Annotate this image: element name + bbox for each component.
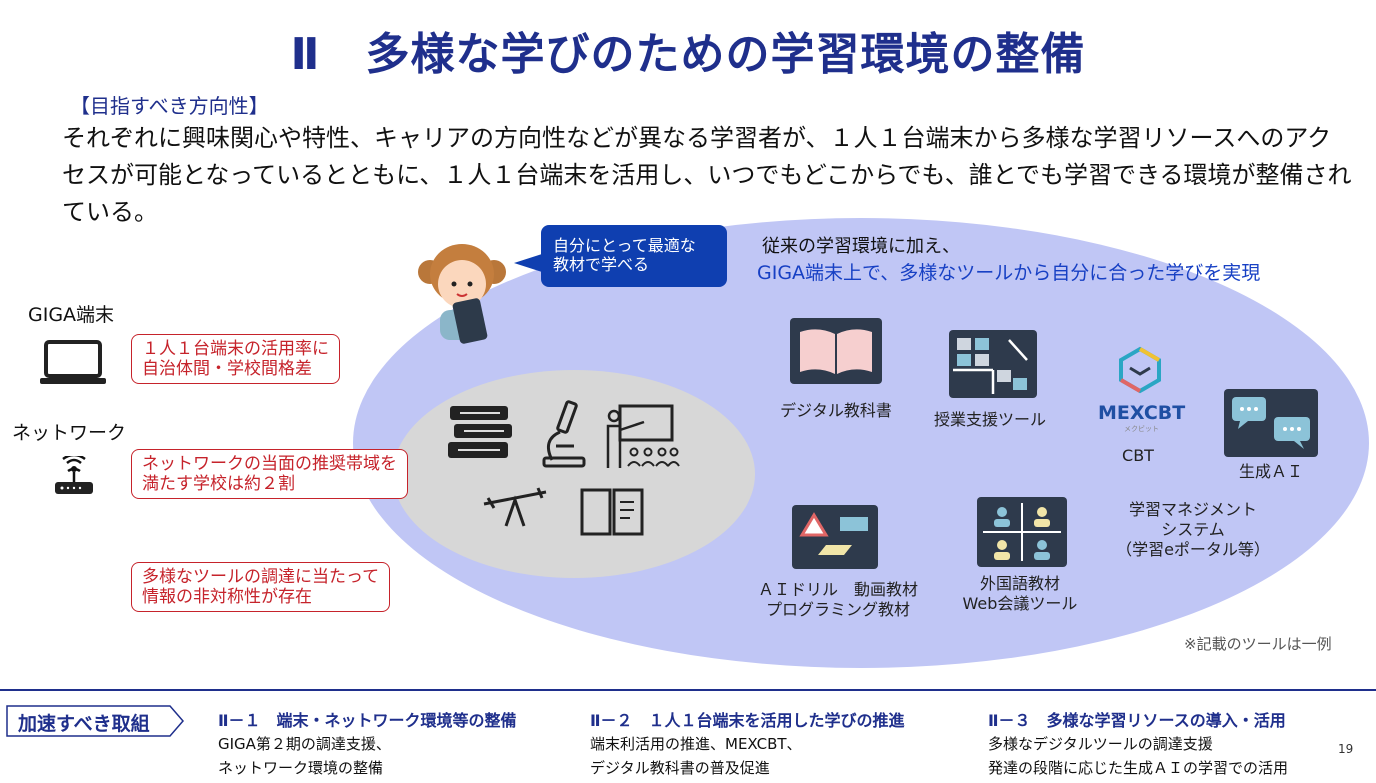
initiative-2-2-line-1: 端末利活用の推進、MEXCBT、 xyxy=(590,735,802,753)
initiative-2-3-line-1: 多様なデジタルツールの調達支援 xyxy=(988,735,1213,753)
issue-network-bandwidth-text: ネットワークの当面の推奨帯域を 満たす学校は約２割 xyxy=(142,454,397,494)
class-support-tool-label: 授業支援ツール xyxy=(933,410,1046,429)
foreign-language-web-meeting-label: 外国語教材 Web会議ツール xyxy=(962,574,1078,613)
video-conference-icon xyxy=(977,497,1067,571)
books-stack-icon xyxy=(446,402,516,466)
speech-bubble-tail xyxy=(514,254,542,272)
generative-ai-label: 生成ＡＩ xyxy=(1238,462,1303,481)
initiative-2-1-line-2: ネットワーク環境の整備 xyxy=(218,759,384,777)
initiative-2-1-line-1: GIGA第２期の調達支援、 xyxy=(218,735,391,753)
direction-heading: 【目指すべき方向性】 xyxy=(70,94,269,118)
issue-procurement-text: 多様なツールの調達に当たって 情報の非対称性が存在 xyxy=(142,567,380,607)
digital-textbook-label: デジタル教科書 xyxy=(780,401,892,420)
initiative-2-3-line-2: 発達の段階に応じた生成ＡＩの学習での活用 xyxy=(988,759,1289,777)
laptop-icon xyxy=(38,338,108,390)
cbt-label: CBT xyxy=(1122,446,1154,465)
giga-device-label: GIGA端末 xyxy=(28,304,115,326)
initiative-2-1-heading: Ⅱ－１ 端末・ネットワーク環境等の整備 xyxy=(218,711,517,730)
page-title: Ⅱ 多様な学びのための学習環境の整備 xyxy=(290,29,1086,80)
microscope-icon xyxy=(538,400,588,474)
bottom-divider xyxy=(0,689,1376,691)
teacher-classroom-icon xyxy=(604,402,680,476)
initiative-2-3-heading: Ⅱ－３ 多様な学習リソースの導入・活用 xyxy=(988,711,1286,730)
digital-textbook-icon xyxy=(790,318,882,388)
issue-device-usage: １人１台端末の活用率に 自治体間・学校間格差 xyxy=(131,334,340,384)
issue-procurement: 多様なツールの調達に当たって 情報の非対称性が存在 xyxy=(131,562,391,612)
accelerate-label-box xyxy=(6,705,184,737)
router-icon xyxy=(52,453,96,500)
ai-drill-video-programming-label: ＡＩドリル 動画教材 プログラミング教材 xyxy=(757,580,918,619)
generative-ai-chat-icon xyxy=(1224,389,1318,461)
mexcbt-cube-icon xyxy=(1116,346,1164,398)
example-note: ※記載のツールは一例 xyxy=(1184,635,1332,653)
mexcbt-logo-text: MEXCBT xyxy=(1098,402,1186,424)
page-number: 19 xyxy=(1338,742,1354,756)
initiative-2-2-heading: Ⅱ－２ １人１台端末を活用した学びの推進 xyxy=(590,711,905,730)
student-with-tablet-illustration xyxy=(412,234,512,348)
intro-line-1: 従来の学習環境に加え、 xyxy=(762,236,960,257)
speech-bubble: 自分にとって最適な 教材で学べる xyxy=(541,225,727,287)
direction-text: それぞれに興味関心や特性、キャリアの方向性などが異なる学習者が、１人１台端末から… xyxy=(62,124,1352,226)
ai-drill-icon xyxy=(792,505,878,573)
speech-bubble-text: 自分にとって最適な 教材で学べる xyxy=(553,236,696,274)
issue-network-bandwidth: ネットワークの当面の推奨帯域を 満たす学校は約２割 xyxy=(131,449,408,499)
network-label: ネットワーク xyxy=(12,422,127,444)
mexcbt-logo-subtext: メクビット xyxy=(1124,425,1159,433)
issue-device-usage-text: １人１台端末の活用率に 自治体間・学校間格差 xyxy=(142,339,329,379)
seesaw-icon xyxy=(480,486,550,534)
open-book-icon xyxy=(578,484,646,544)
class-support-tool-icon xyxy=(949,330,1037,402)
accelerate-label: 加速すべき取組 xyxy=(18,713,150,735)
learning-management-system-label: 学習マネジメント システム （学習eポータル等） xyxy=(1116,500,1270,559)
intro-line-2: GIGA端末上で、多様なツールから自分に合った学びを実現 xyxy=(757,262,1261,284)
initiative-2-2-line-2: デジタル教科書の普及促進 xyxy=(590,759,770,777)
